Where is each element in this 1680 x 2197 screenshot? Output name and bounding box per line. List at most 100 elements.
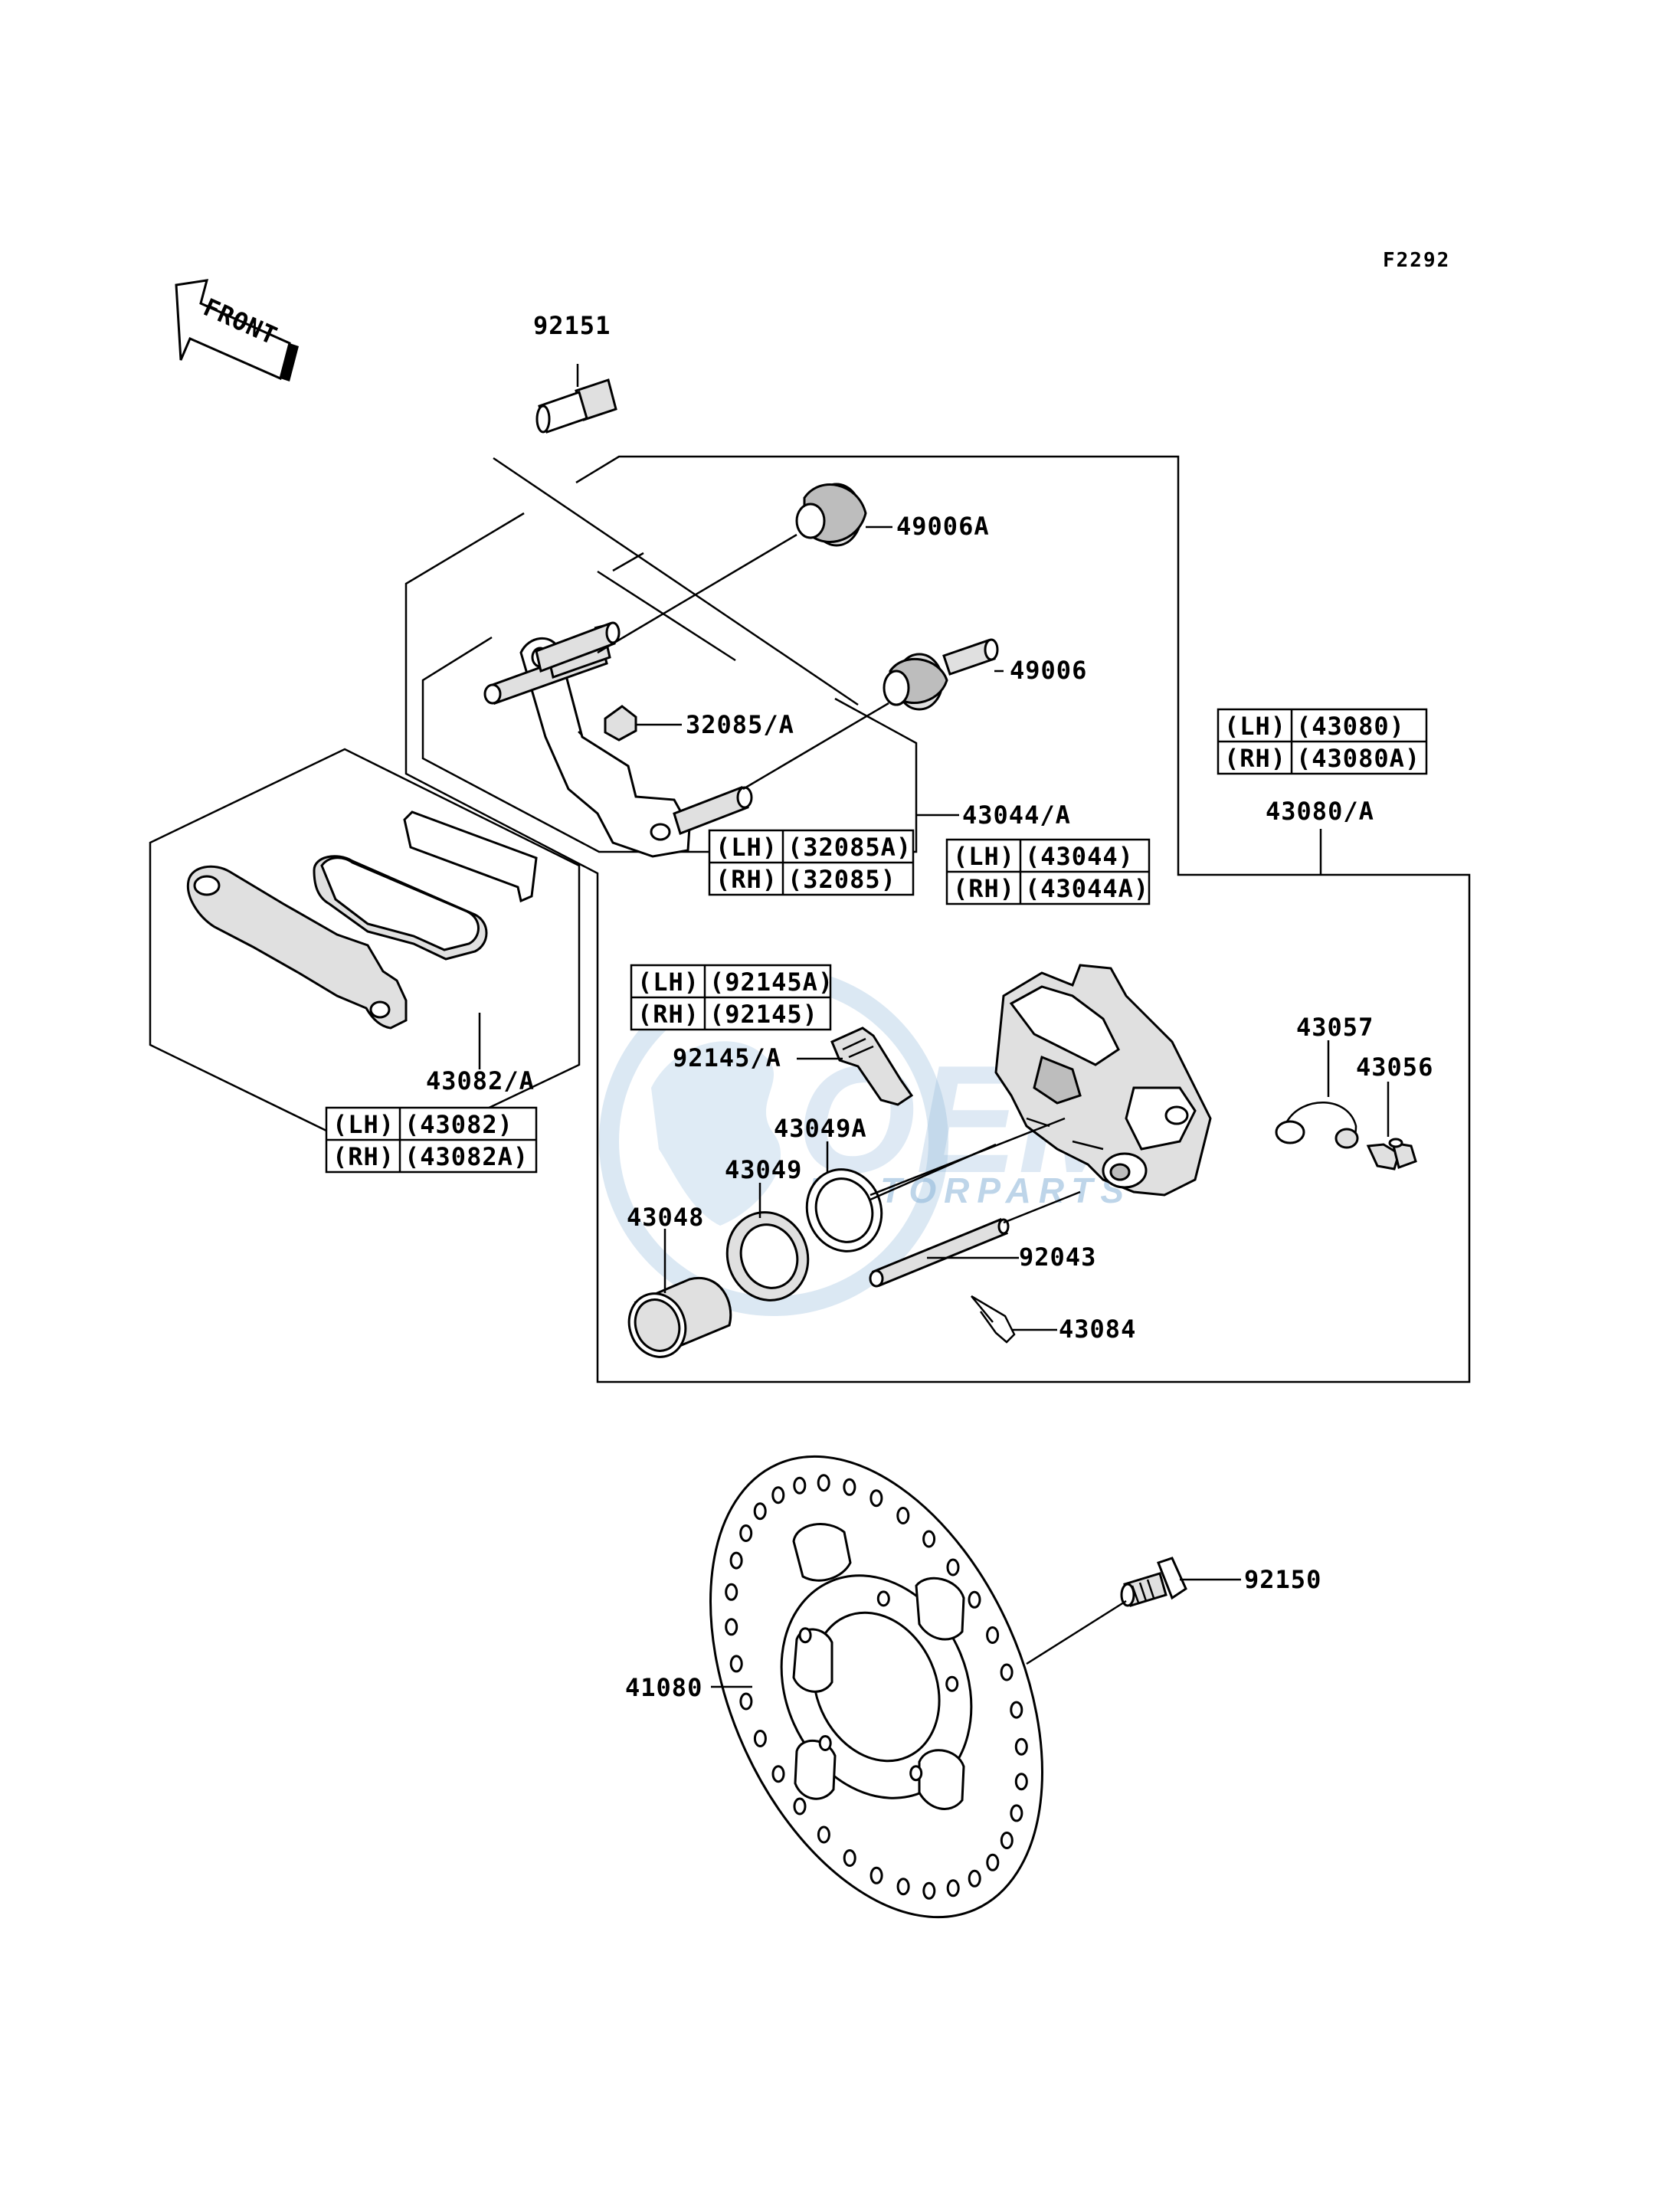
disc-vent-hole [843, 1849, 856, 1867]
table-92145-row1-part: (92145A) [709, 968, 833, 997]
label-43049A: 43049A [774, 1114, 867, 1143]
cotter-pin-43084 [971, 1295, 1057, 1344]
table-32085: (LH) (32085A) (RH) (32085) [708, 829, 915, 896]
assembly-frame-caliper [404, 455, 1471, 1383]
table-43082-row1-side: (LH) [332, 1110, 395, 1139]
table-43082-row2-part: (43082A) [404, 1142, 529, 1171]
table-92145: (LH) (92145A) (RH) (92145) [630, 964, 833, 1031]
disc-vent-hole [896, 1878, 910, 1896]
disc-vent-hole [729, 1655, 743, 1673]
label-32085A: 32085/A [686, 710, 794, 739]
label-41080: 41080 [625, 1673, 702, 1702]
disc-vent-hole [1014, 1773, 1028, 1791]
disc-vent-hole [986, 1626, 1000, 1644]
table-43082-row2-side: (RH) [332, 1142, 395, 1171]
disc-vent-hole [739, 1692, 753, 1711]
pin-92043 [869, 1190, 1081, 1288]
disc-vent-hole [1014, 1737, 1028, 1756]
bolt-retainer-43057 [1275, 1040, 1359, 1149]
disc-vent-hole [946, 1879, 960, 1897]
table-43044-row2-part: (43044A) [1025, 874, 1149, 903]
front-arrow: FRONT [175, 279, 299, 381]
disc-vent-hole [922, 1881, 936, 1900]
disc-vent-hole [771, 1486, 785, 1505]
disc-vent-hole [1000, 1663, 1014, 1681]
disc-vent-hole [896, 1507, 910, 1524]
disc-mount-hole [798, 1627, 812, 1644]
table-32085-row2-side: (RH) [716, 865, 778, 894]
disc-vent-hole [729, 1551, 743, 1570]
brake-pads-43082 [186, 810, 538, 1069]
pin-boot-49006A [597, 483, 892, 654]
assembly-frame-pads [149, 748, 581, 1160]
disc-bolt-92150 [1026, 1557, 1241, 1665]
bolt-92151 [535, 364, 617, 434]
disc-vent-holes [725, 1474, 1028, 1900]
label-49006A: 49006A [896, 512, 990, 541]
clip-32085 [604, 705, 682, 742]
label-43049: 43049 [725, 1155, 802, 1184]
label-92150: 92150 [1244, 1565, 1321, 1594]
caliper-body-43080 [994, 964, 1212, 1197]
table-43080-row2-part: (43080A) [1296, 744, 1420, 773]
disc-vent-hole [869, 1866, 883, 1884]
disc-vent-hole [771, 1765, 785, 1783]
pad-spring-92145 [797, 1026, 914, 1106]
label-43082A: 43082/A [426, 1066, 535, 1095]
label-43048: 43048 [627, 1203, 704, 1232]
seal-43049 [725, 1183, 810, 1302]
bleeder-valve-43056 [1366, 1082, 1417, 1171]
disc-vent-hole [725, 1618, 738, 1636]
brake-disc-41080 [709, 1455, 1043, 1919]
caliper-bracket-43044 [483, 621, 753, 858]
disc-vent-hole [986, 1853, 1000, 1871]
disc-vent-hole [869, 1489, 883, 1508]
table-43044: (LH) (43044) (RH) (43044A) [945, 838, 1151, 905]
disc-vent-hole [753, 1502, 767, 1521]
disc-vent-hole [739, 1524, 753, 1542]
pin-boot-49006 [742, 638, 1004, 791]
table-43080-row1-side: (LH) [1224, 712, 1286, 741]
disc-vent-hole [968, 1590, 981, 1609]
table-92145-row2-side: (RH) [637, 1000, 699, 1029]
disc-vent-hole [1000, 1832, 1014, 1849]
table-43082: (LH) (43082) (RH) (43082A) [325, 1106, 538, 1174]
table-32085-row1-side: (LH) [716, 833, 778, 862]
disc-vent-hole [1010, 1701, 1023, 1719]
table-43080: (LH) (43080) (RH) (43080A) [1217, 708, 1428, 775]
disc-vent-hole [793, 1797, 807, 1816]
disc-vent-hole [817, 1825, 830, 1844]
figure-code: F2292 [1383, 249, 1450, 272]
table-32085-row2-part: (32085) [788, 865, 896, 894]
disc-mount-hole [945, 1675, 959, 1692]
watermark-continents [651, 1041, 781, 1226]
disc-vent-hole [843, 1478, 856, 1496]
label-92043: 92043 [1019, 1243, 1096, 1272]
table-43080-row2-side: (RH) [1224, 744, 1286, 773]
label-49006: 49006 [1010, 656, 1087, 685]
disc-vent-hole [922, 1530, 936, 1548]
label-43084: 43084 [1059, 1315, 1136, 1344]
disc-mount-hole [876, 1590, 890, 1607]
disc-mount-hole [818, 1735, 832, 1751]
table-43044-row1-side: (LH) [953, 842, 1015, 871]
label-43056: 43056 [1356, 1053, 1433, 1082]
disc-vent-hole [968, 1869, 981, 1888]
piston-43048 [627, 1229, 732, 1358]
table-32085-row1-part: (32085A) [788, 833, 912, 862]
disc-vent-hole [753, 1730, 767, 1747]
seal-axis-line [869, 1117, 1066, 1197]
table-43044-row2-side: (RH) [953, 874, 1015, 903]
disc-mount-hole [909, 1765, 923, 1782]
disc-vent-hole [725, 1583, 738, 1601]
table-92145-row2-part: (92145) [709, 1000, 818, 1029]
table-43080-row1-part: (43080) [1296, 712, 1405, 741]
table-43082-row1-part: (43082) [404, 1110, 513, 1139]
disc-vent-hole [946, 1558, 960, 1577]
label-43044A: 43044/A [962, 801, 1071, 830]
label-43057: 43057 [1296, 1013, 1374, 1042]
disc-vent-hole [793, 1476, 807, 1495]
table-43044-row1-part: (43044) [1025, 842, 1134, 871]
table-92145-row1-side: (LH) [637, 968, 699, 997]
